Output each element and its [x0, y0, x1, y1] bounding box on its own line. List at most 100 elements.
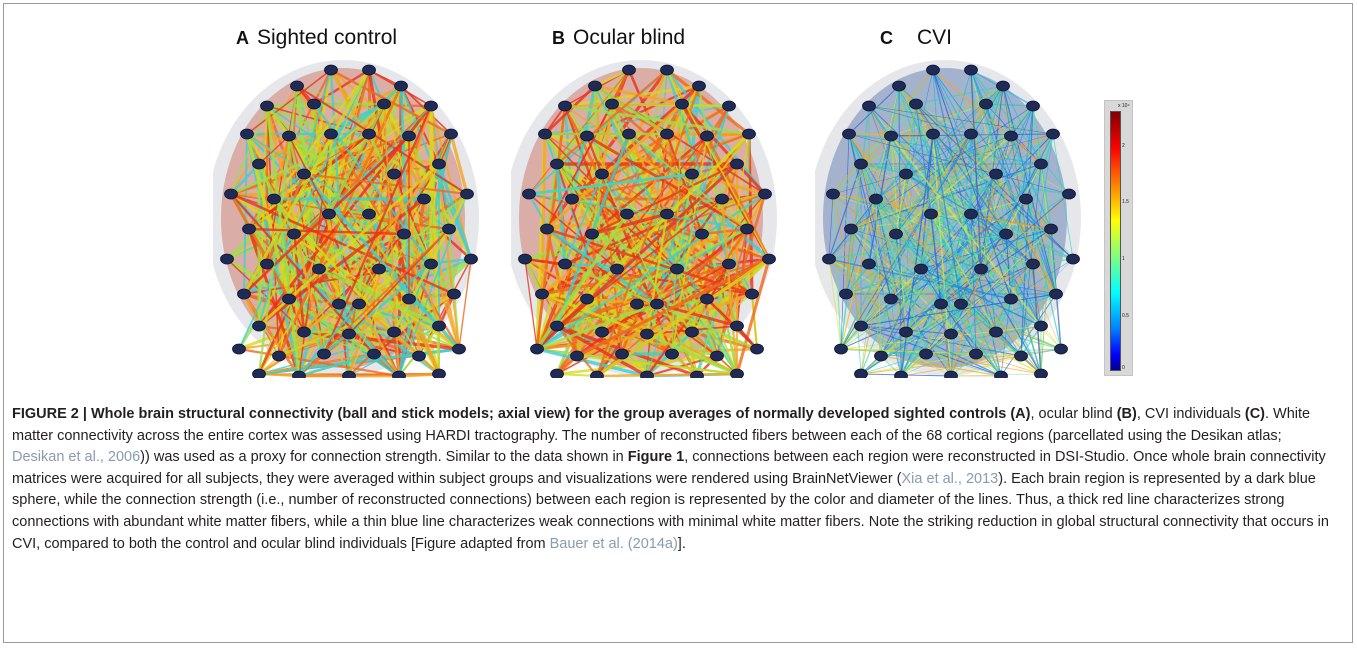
region-node	[1034, 368, 1048, 378]
connection-line	[980, 268, 1042, 375]
region-node	[894, 370, 908, 378]
region-node	[550, 368, 564, 378]
connection-line	[828, 85, 1004, 260]
region-node	[1014, 350, 1028, 362]
region-node	[944, 328, 958, 340]
region-node	[550, 320, 564, 332]
region-node	[290, 80, 304, 92]
connection-line	[875, 198, 927, 355]
connection-line	[536, 347, 648, 378]
reference-link[interactable]: Xia et al., 2013	[901, 470, 999, 487]
connection-line	[302, 172, 461, 351]
connection-line	[848, 133, 882, 357]
region-node	[372, 263, 386, 275]
region-node	[242, 223, 256, 235]
region-node	[1062, 188, 1076, 200]
connection-line	[330, 68, 452, 136]
region-node	[979, 98, 993, 110]
region-node	[558, 100, 572, 112]
connection-line	[1010, 135, 1052, 230]
region-node	[387, 326, 401, 338]
connection-line	[378, 193, 468, 270]
brain-connectivity-ocular-blind	[511, 60, 777, 378]
colorbar-tick: 0	[1122, 365, 1125, 371]
region-node	[622, 64, 636, 76]
region-node	[312, 263, 326, 275]
connection-line	[920, 135, 1012, 270]
connection-line	[890, 298, 902, 377]
connection-line	[273, 69, 370, 200]
region-node	[874, 350, 888, 362]
connection-line	[571, 132, 668, 201]
connection-line	[895, 233, 1057, 295]
region-node	[862, 258, 876, 270]
region-node	[394, 80, 408, 92]
connection-line	[564, 105, 748, 230]
region-node	[317, 348, 331, 360]
region-node	[260, 258, 274, 270]
connection-line	[880, 325, 1042, 357]
connection-line	[230, 193, 375, 355]
connection-line	[845, 133, 1054, 295]
connection-line	[646, 332, 738, 376]
region-node	[252, 320, 266, 332]
region-node	[297, 168, 311, 180]
connection-line	[880, 303, 962, 357]
region-node	[715, 193, 729, 205]
connection-line	[258, 135, 290, 165]
connection-line	[323, 105, 432, 355]
connection-line	[970, 133, 1057, 295]
connection-line	[970, 213, 1034, 265]
region-node	[974, 263, 988, 275]
region-node	[926, 128, 940, 140]
region-node	[670, 263, 684, 275]
connection-line	[932, 133, 982, 270]
region-node	[402, 293, 416, 305]
region-node	[660, 64, 674, 76]
connection-line	[940, 193, 1070, 305]
connection-line	[970, 133, 997, 333]
connection-line	[895, 135, 1012, 235]
connection-line	[860, 163, 997, 333]
region-node	[1046, 128, 1060, 140]
connection-line	[930, 163, 1042, 215]
connection-line	[890, 103, 987, 137]
region-node	[650, 298, 664, 310]
connection-line	[706, 133, 750, 137]
connection-line	[628, 133, 748, 230]
region-node	[892, 80, 906, 92]
region-node	[844, 223, 858, 235]
connection-line	[868, 105, 1054, 135]
reference-link[interactable]: Desikan et al., 2006	[12, 449, 141, 466]
region-node	[615, 348, 629, 360]
connection-line	[407, 298, 441, 375]
region-node	[417, 193, 431, 205]
connection-line	[828, 258, 842, 350]
region-node	[722, 100, 736, 112]
connection-line	[303, 163, 440, 333]
connection-line	[556, 163, 693, 333]
region-node	[690, 370, 704, 378]
connection-line	[1020, 263, 1034, 357]
region-node	[392, 370, 406, 378]
region-node	[260, 100, 274, 112]
connection-line	[229, 193, 291, 300]
figure-reference[interactable]: Figure 1	[627, 449, 685, 466]
region-node	[826, 188, 840, 200]
connection-line	[915, 103, 1007, 235]
region-node	[822, 253, 836, 265]
connection-line	[950, 293, 1057, 335]
region-node	[362, 64, 376, 76]
region-node	[342, 328, 356, 340]
region-node	[362, 208, 376, 220]
connection-line	[666, 68, 750, 136]
region-node	[934, 298, 948, 310]
connection-line	[266, 105, 460, 350]
connection-line	[541, 292, 648, 336]
region-node	[869, 193, 883, 205]
reference-link[interactable]: Bauer et al. (2014a)	[549, 535, 678, 552]
connection-line	[536, 193, 766, 350]
connection-line	[358, 302, 440, 376]
region-node	[919, 348, 933, 360]
